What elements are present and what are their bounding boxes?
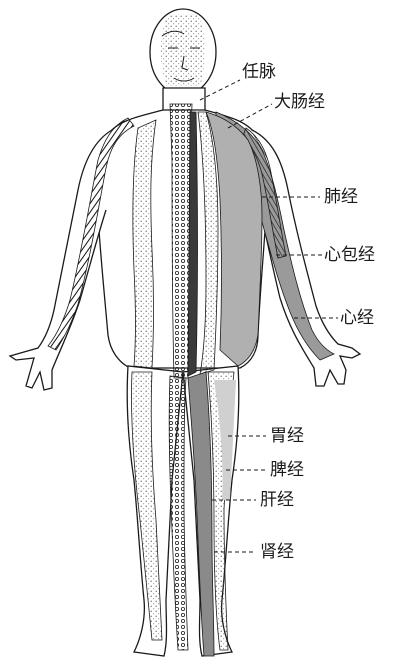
leader-da-chang-jing xyxy=(228,104,272,128)
ring-leg-left xyxy=(169,376,188,650)
label-gan-jing: 肝经 xyxy=(260,490,294,510)
label-ren-mai: 任脉 xyxy=(242,62,276,82)
dark-strip-center xyxy=(188,112,198,376)
label-pi-jing: 脾经 xyxy=(270,460,304,480)
label-fei-jing: 肺经 xyxy=(324,187,358,207)
label-xin-jing: 心经 xyxy=(340,308,374,328)
label-wei-jing: 胃经 xyxy=(270,426,304,446)
label-xin-bao-jing: 心包经 xyxy=(324,245,375,265)
label-da-chang-jing: 大肠经 xyxy=(274,92,325,112)
face-channel xyxy=(161,14,205,86)
label-shen-jing: 肾经 xyxy=(260,542,294,562)
